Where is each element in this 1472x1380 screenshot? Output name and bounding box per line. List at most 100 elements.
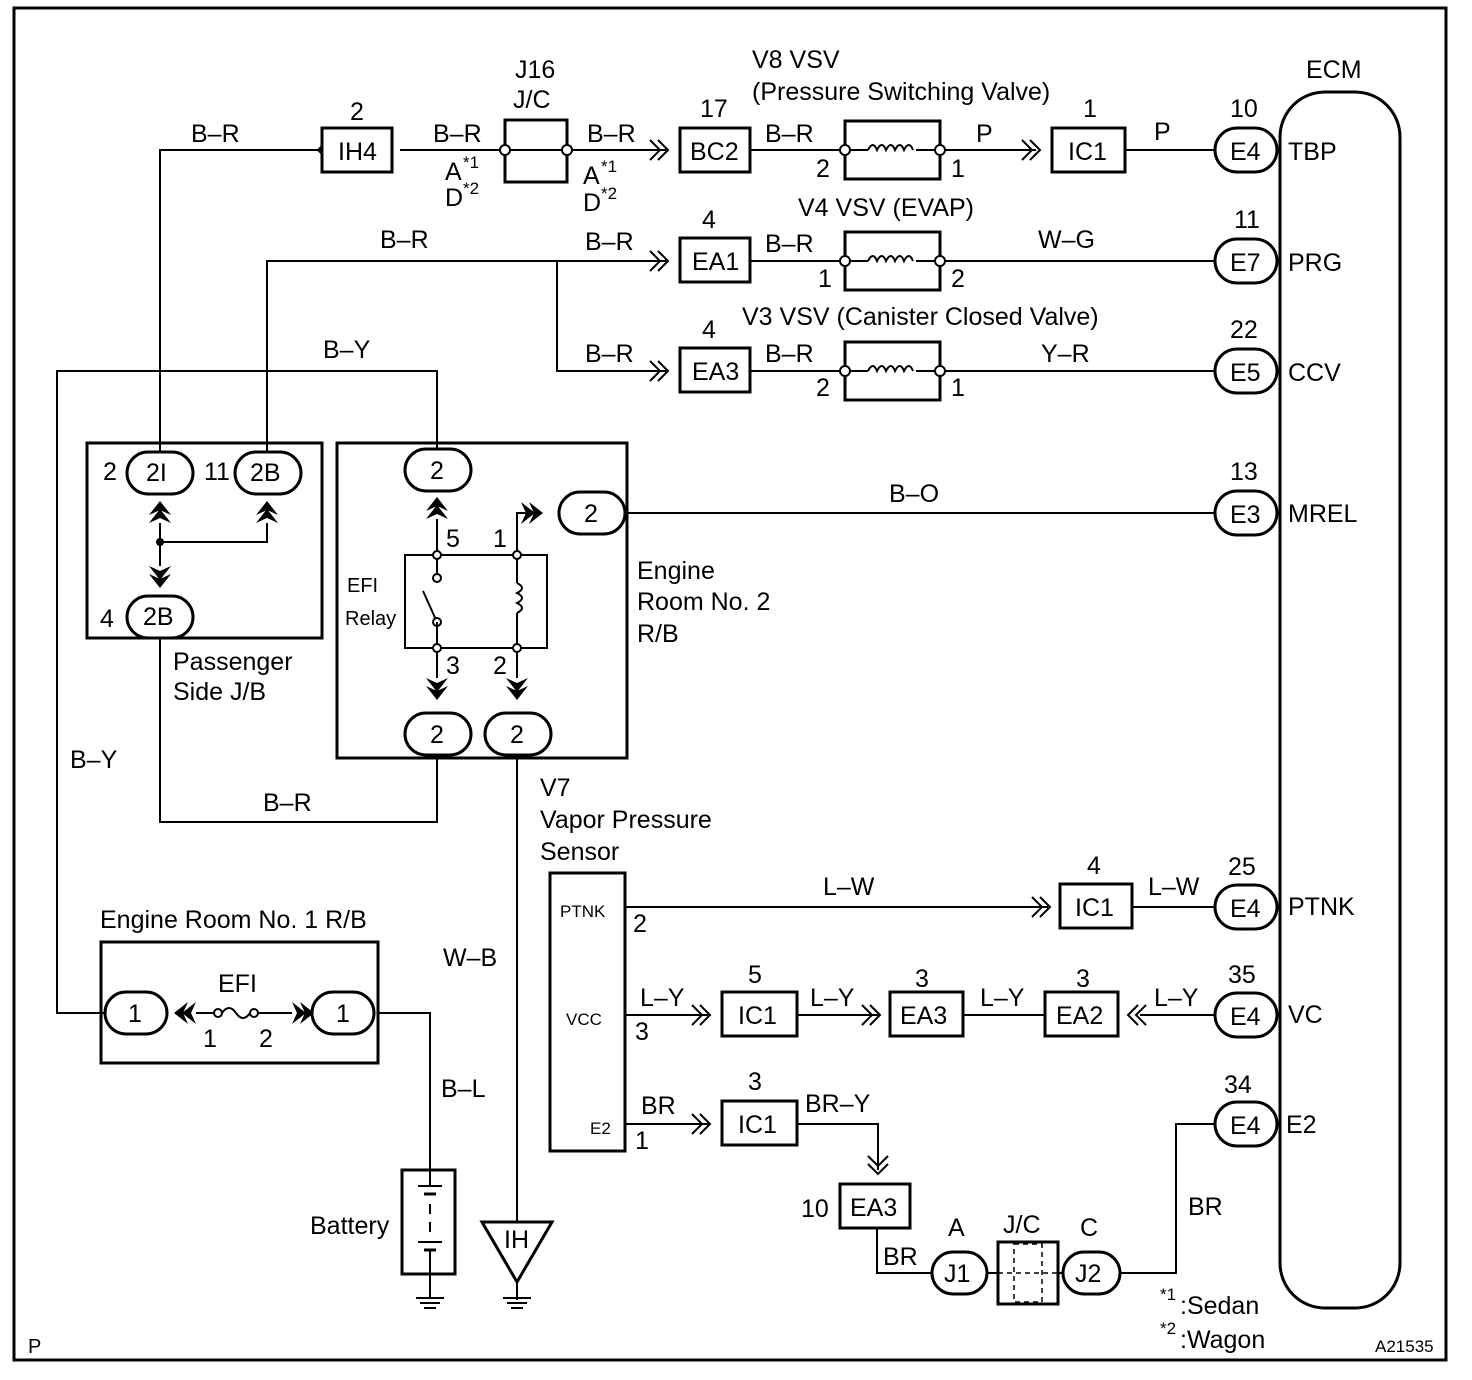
pin-numbers: 2 17 1 2 1 4 1 2 4 2 1 4 5 3 3 3 10 — [350, 95, 1101, 1223]
relay-pin-1: 1 — [493, 525, 507, 553]
wire-label-ly-1: L–Y — [640, 984, 685, 1012]
wire-label-br-sensor: BR — [641, 1092, 676, 1120]
wire-label-p-2: P — [1154, 118, 1171, 146]
battery-symbol — [400, 1168, 457, 1276]
ecm-pill-e3: E3 — [1230, 501, 1261, 529]
ecm-box — [1278, 90, 1402, 1310]
rb1-left-label: 1 — [128, 1000, 142, 1028]
wire-label-lw-2: L–W — [1148, 873, 1200, 901]
wire-label-br-top-left: B–R — [191, 120, 240, 148]
v3-pin-2: 2 — [816, 374, 830, 402]
variant-d-right: D — [583, 189, 601, 217]
engine-room-1-label: Engine Room No. 1 R/B — [100, 906, 367, 934]
wire-labels: B–R B–R B–R B–R P P B–R B–R B–R W–G B–R … — [70, 118, 1223, 1271]
wire-label-br-j1: BR — [883, 1243, 918, 1271]
variant-a-left-star: *1 — [463, 153, 479, 172]
ecm-pin-10: 10 — [1230, 95, 1258, 123]
v4-label: V4 VSV (EVAP) — [798, 194, 974, 222]
rb2-connector-bottom-left — [403, 711, 473, 757]
footnote-sedan: :Sedan — [1180, 1292, 1259, 1320]
ih-ground-icon — [503, 1297, 531, 1309]
vapor-pressure-sensor-box — [548, 871, 627, 1153]
v8-pin-1: 1 — [951, 155, 965, 183]
ecm-terminal-ptnk: PTNK — [1288, 893, 1355, 921]
ecm-pin-25: 25 — [1228, 853, 1256, 881]
ih4-connector — [320, 126, 394, 174]
jb-pin-2: 2 — [103, 458, 117, 486]
wire-label-p-1: P — [976, 120, 993, 148]
bc2-label: BC2 — [690, 138, 739, 166]
ea3-connector-vc — [888, 990, 965, 1038]
passenger-jb-label-2: Side J/B — [173, 678, 266, 706]
wire-label-by-left: B–Y — [70, 746, 118, 774]
passenger-side-jb-box — [85, 441, 324, 640]
diagram-frame — [12, 6, 1448, 1362]
ic1-pin-1: 1 — [1083, 95, 1097, 123]
jc-pin-a: A — [948, 1214, 965, 1242]
jb-2b-top-label: 2B — [250, 459, 281, 487]
wire-label-br-bottom: B–R — [263, 789, 312, 817]
ea3-vc-pin-3: 3 — [915, 965, 929, 993]
v7-label: V7 — [540, 774, 571, 802]
ea3-pin-4: 4 — [702, 316, 716, 344]
ecm-terminal-tbp: TBP — [1288, 138, 1337, 166]
rb2-connector-top — [403, 447, 473, 493]
ecm-terminal-ccv: CCV — [1288, 359, 1341, 387]
wire-label-bl: B–L — [441, 1075, 486, 1103]
ic1-connector-top — [1050, 126, 1127, 174]
battery-ground-icon — [416, 1297, 444, 1309]
wire-label-wg: W–G — [1038, 226, 1095, 254]
ic1-vc-pin-5: 5 — [748, 961, 762, 989]
engine-room-2-rb-box — [335, 441, 629, 760]
variant-d-right-star: *2 — [601, 184, 617, 203]
jb-connector-2b-top — [233, 450, 303, 496]
ic1-connector-ptnk — [1058, 882, 1134, 930]
sensor-pin-2: 2 — [633, 910, 647, 938]
ih4-label: IH4 — [338, 138, 377, 166]
ic1-e2-pin-3: 3 — [748, 1068, 762, 1096]
jb-2b-bottom-label: 2B — [143, 603, 174, 631]
ea3-e2-pin-10: 10 — [801, 1195, 829, 1223]
wire-label-wb: W–B — [443, 944, 497, 972]
wire-label-yr: Y–R — [1041, 340, 1090, 368]
ecm-terminal-vc: VC — [1288, 1001, 1323, 1029]
footnote-star1: *1 — [1160, 1285, 1176, 1304]
sensor-pin-3: 3 — [635, 1018, 649, 1046]
rb2-top-label: 2 — [430, 457, 444, 485]
ea3-connector-e2 — [838, 1182, 912, 1230]
v4-pin-2: 2 — [951, 265, 965, 293]
wires — [56, 149, 1215, 1300]
sensor-terminal-ptnk: PTNK — [560, 902, 606, 921]
wire-label-ly-2: L–Y — [810, 984, 855, 1012]
v8-label: V8 VSV — [752, 46, 840, 74]
ea2-label: EA2 — [1056, 1002, 1103, 1030]
ecm-pill-e4-vc: E4 — [1230, 1003, 1261, 1031]
v3-vsv — [839, 340, 946, 402]
rb2-connector-bottom-right — [483, 711, 553, 757]
efi-fuse — [196, 1007, 292, 1019]
wire-label-br-ih4: B–R — [433, 120, 482, 148]
fuse-pin-2: 2 — [259, 1025, 273, 1053]
engine-room-2-label: Engine — [637, 557, 715, 585]
variant-a-right-star: *1 — [601, 157, 617, 176]
wire-label-br-v8: B–R — [765, 120, 814, 148]
sensor-terminal-e2: E2 — [590, 1119, 611, 1138]
wire-label-ly-3: L–Y — [980, 984, 1025, 1012]
jc-pin-c: C — [1080, 1214, 1098, 1242]
rb2-bottom-left-label: 2 — [430, 721, 444, 749]
jb-connector-2i — [125, 450, 195, 496]
v8-pin-2: 2 — [816, 155, 830, 183]
ih-label: IH — [504, 1226, 529, 1254]
ecm-terminal-e2: E2 — [1286, 1111, 1317, 1139]
relay-pin-2: 2 — [493, 652, 507, 680]
v3-label: V3 VSV (Canister Closed Valve) — [742, 303, 1099, 331]
variant-d-left-star: *2 — [463, 179, 479, 198]
solid-arrow-marks — [149, 497, 543, 1024]
engine-room-2-label-2: Room No. 2 — [637, 588, 770, 616]
ic1-vc-label: IC1 — [738, 1002, 777, 1030]
rb2-right-label: 2 — [584, 500, 598, 528]
wire-label-br-row2: B–R — [380, 226, 429, 254]
efi-relay — [404, 519, 548, 678]
v7-label-2: Vapor Pressure — [540, 806, 712, 834]
ecm-pill-e5: E5 — [1230, 359, 1261, 387]
